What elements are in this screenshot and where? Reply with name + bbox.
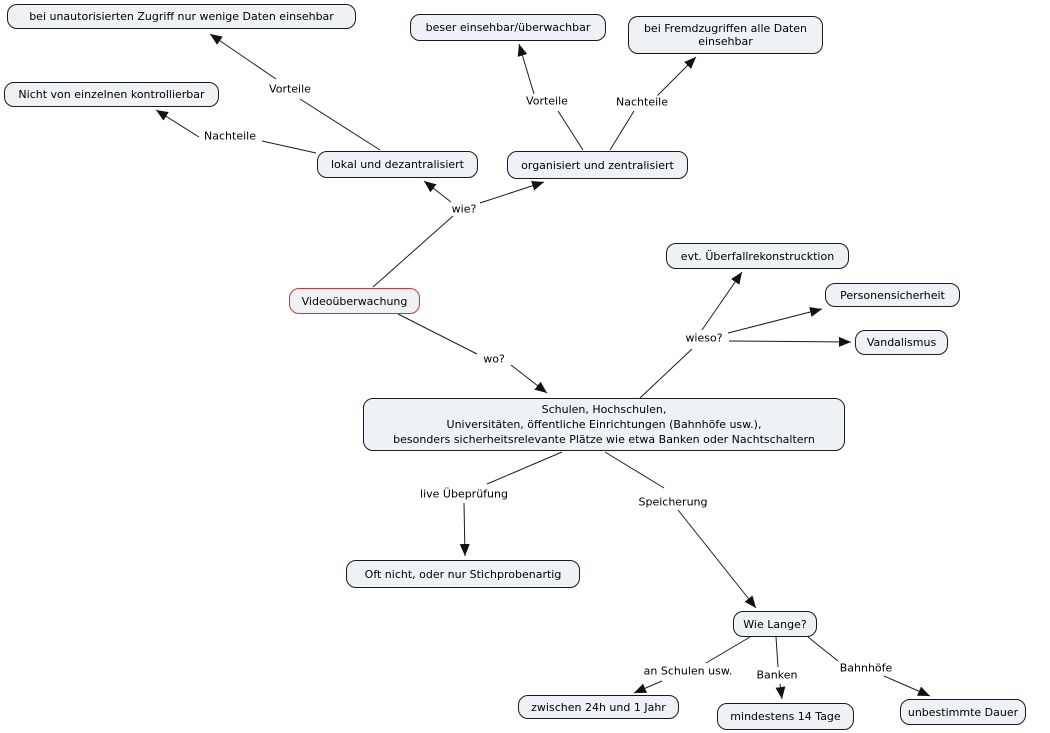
node-ueberfall[interactable]: evt. Überfallrekonstrucktion <box>666 243 849 269</box>
node-beser[interactable]: beser einsehbar/überwachbar <box>410 14 606 41</box>
node-lokal[interactable]: lokal und dezantralisiert <box>317 151 478 178</box>
node-organisiert[interactable]: organisiert und zentralisiert <box>507 151 688 179</box>
node-zwischen[interactable]: zwischen 24h und 1 Jahr <box>518 695 679 719</box>
node-nicht-kontrollierbar[interactable]: Nicht von einzelnen kontrollierbar <box>4 82 219 107</box>
node-personen[interactable]: Personensicherheit <box>825 283 960 307</box>
node-video[interactable]: Videoüberwachung <box>289 288 420 314</box>
node-orte[interactable]: Schulen, Hochschulen, Universitäten, öff… <box>363 398 845 451</box>
edge-label-bahnhoefe[interactable]: Bahnhöfe <box>837 661 895 675</box>
node-mindestens[interactable]: mindestens 14 Tage <box>717 703 854 730</box>
edge-label-live[interactable]: live Übeprüfung <box>418 487 510 501</box>
node-oft-nicht[interactable]: Oft nicht, oder nur Stichprobenartig <box>346 560 580 588</box>
edge-label-wo[interactable]: wo? <box>481 352 507 366</box>
edge-label-speicherung[interactable]: Speicherung <box>636 495 710 509</box>
edge-label-vorteile-links[interactable]: Vorteile <box>267 82 313 96</box>
edge-label-banken[interactable]: Banken <box>754 668 800 682</box>
edge-label-wie[interactable]: wie? <box>449 202 479 216</box>
node-unbestimmt[interactable]: unbestimmte Dauer <box>900 699 1026 725</box>
node-wie-lange[interactable]: Wie Lange? <box>733 611 817 637</box>
node-vandalismus[interactable]: Vandalismus <box>855 330 948 355</box>
edge-label-vorteile-mitte[interactable]: Vorteile <box>524 94 570 108</box>
edge-label-wieso[interactable]: wieso? <box>683 331 725 345</box>
node-fremdzugriff[interactable]: bei Fremdzugriffen alle Daten einsehbar <box>628 16 823 54</box>
edge-label-nachteile-links[interactable]: Nachteile <box>202 129 258 143</box>
edge-label-an-schulen[interactable]: an Schulen usw. <box>641 664 735 678</box>
edge-label-nachteile-rechts[interactable]: Nachteile <box>614 95 670 109</box>
node-unautorisiert[interactable]: bei unautorisierten Zugriff nur wenige D… <box>7 4 356 29</box>
